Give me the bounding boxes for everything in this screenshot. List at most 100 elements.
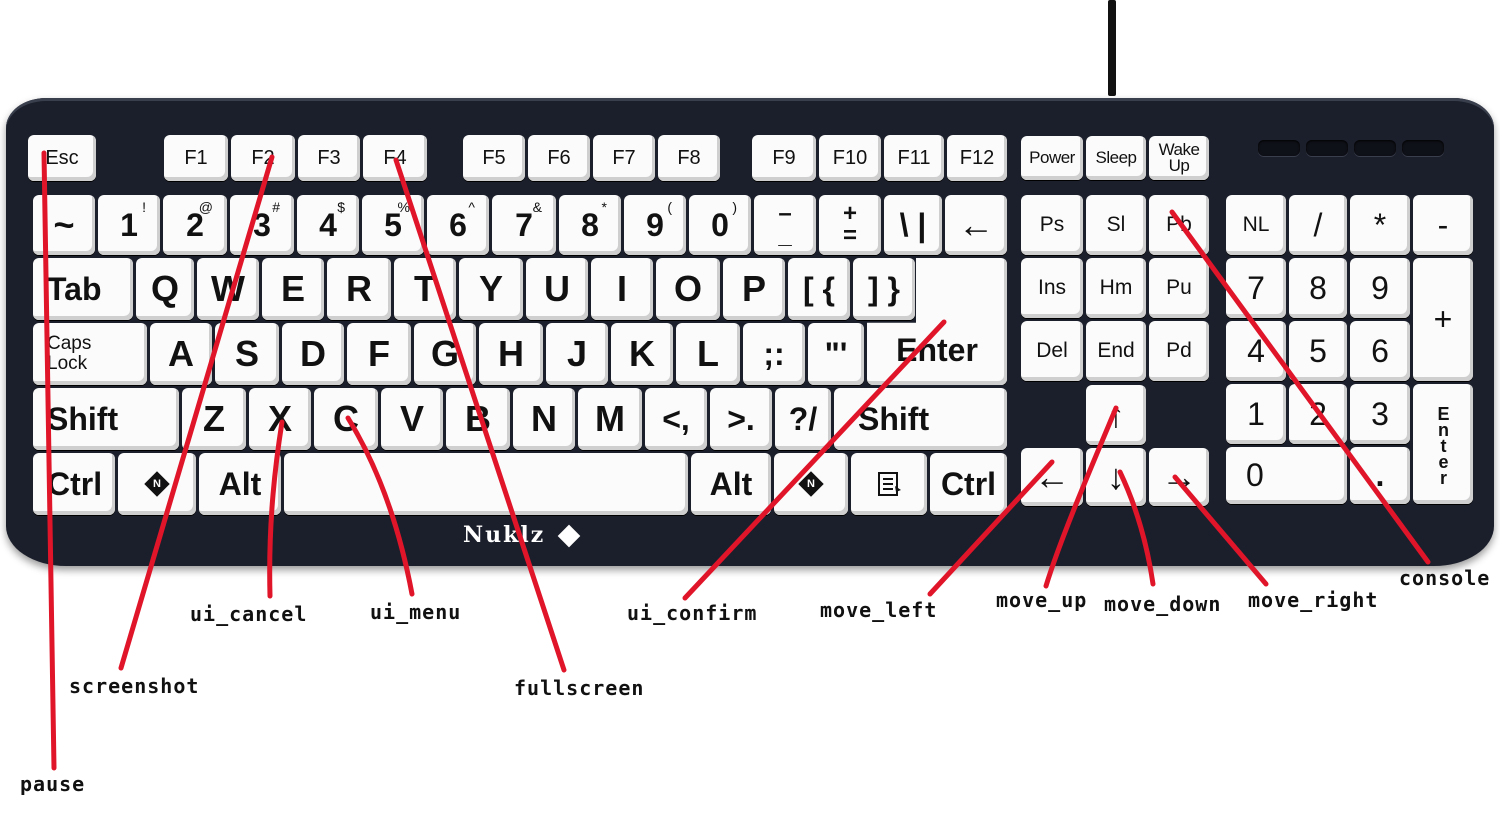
key-numpad-enter[interactable]: Enter	[1413, 384, 1473, 504]
key-left-logo[interactable]: N	[118, 453, 196, 515]
key-8[interactable]: 8*	[559, 195, 621, 255]
key-arrow-right[interactable]: →	[1149, 448, 1209, 506]
key-l[interactable]: L	[676, 323, 740, 385]
key-g[interactable]: G	[414, 323, 476, 385]
key-5[interactable]: 5%	[362, 195, 424, 255]
key-page-down[interactable]: Pd	[1149, 321, 1209, 381]
key-backspace[interactable]: ←	[945, 195, 1007, 255]
key-n[interactable]: N	[513, 388, 575, 450]
key-numpad-plus[interactable]: +	[1413, 258, 1473, 381]
key-f5[interactable]: F5	[463, 135, 525, 181]
key-f3[interactable]: F3	[298, 135, 360, 181]
key-i[interactable]: I	[591, 258, 653, 320]
key-z[interactable]: Z	[182, 388, 246, 450]
key-end[interactable]: End	[1086, 321, 1146, 381]
key-x[interactable]: X	[249, 388, 311, 450]
key-f1[interactable]: F1	[164, 135, 228, 181]
key-period[interactable]: >.	[710, 388, 772, 450]
key-numpad-9[interactable]: 9	[1350, 258, 1410, 318]
key-6[interactable]: 6^	[427, 195, 489, 255]
key-left-bracket[interactable]: [ {	[788, 258, 850, 320]
key-numpad-5[interactable]: 5	[1289, 321, 1347, 381]
key-q[interactable]: Q	[136, 258, 194, 320]
key-v[interactable]: V	[381, 388, 443, 450]
key-y[interactable]: Y	[459, 258, 523, 320]
key-p[interactable]: P	[723, 258, 785, 320]
key-e[interactable]: E	[262, 258, 324, 320]
key-f6[interactable]: F6	[528, 135, 590, 181]
key-numpad-multiply[interactable]: *	[1350, 195, 1410, 255]
key-numpad-6[interactable]: 6	[1350, 321, 1410, 381]
key-plus[interactable]: +=	[819, 195, 881, 255]
key-numpad-3[interactable]: 3	[1350, 384, 1410, 444]
key-insert[interactable]: Ins	[1021, 258, 1083, 318]
key-f12[interactable]: F12	[947, 135, 1007, 181]
key-slash[interactable]: ?/	[775, 388, 831, 450]
key-numpad-divide[interactable]: /	[1289, 195, 1347, 255]
key-1[interactable]: 1!	[98, 195, 160, 255]
key-b[interactable]: B	[446, 388, 510, 450]
key-numpad-0[interactable]: 0	[1226, 447, 1347, 504]
key-right-logo[interactable]: N	[774, 453, 848, 515]
key-right-ctrl[interactable]: Ctrl	[930, 453, 1007, 515]
key-f9[interactable]: F9	[752, 135, 816, 181]
key-num-lock[interactable]: NL	[1226, 195, 1286, 255]
key-f7[interactable]: F7	[593, 135, 655, 181]
key-3[interactable]: 3#	[230, 195, 294, 255]
key-pause-break[interactable]: Pb	[1149, 195, 1209, 255]
key-f8[interactable]: F8	[658, 135, 720, 181]
key-numpad-8[interactable]: 8	[1289, 258, 1347, 318]
key-sleep[interactable]: Sleep	[1086, 136, 1146, 180]
key-comma[interactable]: <,	[645, 388, 707, 450]
key-numpad-decimal[interactable]: .	[1350, 447, 1410, 504]
key-scroll-lock[interactable]: Sl	[1086, 195, 1146, 255]
key-space[interactable]	[284, 453, 688, 515]
key-k[interactable]: K	[611, 323, 673, 385]
key-tilde[interactable]: ~	[33, 195, 95, 255]
key-arrow-down[interactable]: ↓	[1086, 448, 1146, 506]
key-s[interactable]: S	[215, 323, 279, 385]
key-minus[interactable]: –_	[754, 195, 816, 255]
key-0[interactable]: 0)	[689, 195, 751, 255]
key-a[interactable]: A	[150, 323, 212, 385]
key-7[interactable]: 7&	[492, 195, 556, 255]
key-numpad-2[interactable]: 2	[1289, 384, 1347, 444]
key-left-alt[interactable]: Alt	[199, 453, 281, 515]
key-right-bracket[interactable]: ] }	[853, 258, 915, 320]
key-arrow-left[interactable]: ←	[1021, 448, 1083, 506]
key-f4[interactable]: F4	[363, 135, 427, 181]
key-page-up[interactable]: Pu	[1149, 258, 1209, 318]
key-h[interactable]: H	[479, 323, 543, 385]
key-o[interactable]: O	[656, 258, 720, 320]
key-j[interactable]: J	[546, 323, 608, 385]
key-d[interactable]: D	[282, 323, 344, 385]
key-left-ctrl[interactable]: Ctrl	[33, 453, 115, 515]
key-home[interactable]: Hm	[1086, 258, 1146, 318]
key-4[interactable]: 4$	[297, 195, 359, 255]
key-9[interactable]: 9(	[624, 195, 686, 255]
key-u[interactable]: U	[526, 258, 588, 320]
key-numpad-1[interactable]: 1	[1226, 384, 1286, 444]
key-menu[interactable]	[851, 453, 927, 515]
key-backslash[interactable]: \ |	[884, 195, 942, 255]
key-right-shift[interactable]: Shift	[834, 388, 1007, 450]
key-numpad-7[interactable]: 7	[1226, 258, 1286, 318]
key-f10[interactable]: F10	[819, 135, 881, 181]
key-semicolon[interactable]: ;:	[743, 323, 805, 385]
key-m[interactable]: M	[578, 388, 642, 450]
key-numpad-minus[interactable]: -	[1413, 195, 1473, 255]
key-tab[interactable]: Tab	[33, 258, 133, 320]
key-f11[interactable]: F11	[884, 135, 944, 181]
key-f[interactable]: F	[347, 323, 411, 385]
key-right-alt[interactable]: Alt	[691, 453, 771, 515]
key-numpad-4[interactable]: 4	[1226, 321, 1286, 381]
key-2[interactable]: 2@	[163, 195, 227, 255]
key-quote[interactable]: "'	[808, 323, 864, 385]
key-r[interactable]: R	[327, 258, 391, 320]
key-f2[interactable]: F2	[231, 135, 295, 181]
key-c[interactable]: C	[314, 388, 378, 450]
key-wake-up[interactable]: Wake Up	[1149, 136, 1209, 180]
key-esc[interactable]: Esc	[28, 135, 96, 181]
key-left-shift[interactable]: Shift	[33, 388, 179, 450]
key-t[interactable]: T	[394, 258, 456, 320]
